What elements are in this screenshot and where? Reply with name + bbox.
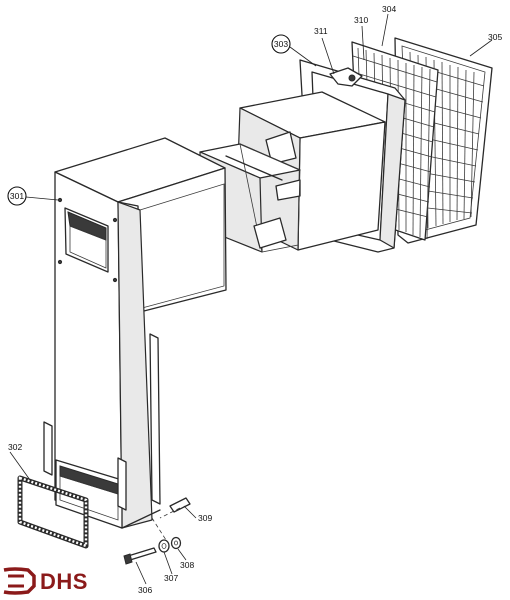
- callout-301-label: 301: [10, 191, 24, 201]
- logo-swoosh-icon: [3, 567, 36, 595]
- callout-301: 301: [7, 186, 27, 206]
- callout-308-label: 308: [180, 560, 194, 570]
- callout-311-label: 311: [314, 26, 328, 36]
- callout-303: 303: [271, 34, 291, 54]
- callout-304-label: 304: [382, 4, 396, 14]
- hardware: [123, 497, 191, 565]
- callout-305-label: 305: [488, 32, 502, 42]
- logo-text: DHS: [40, 569, 88, 594]
- gasket: [17, 475, 89, 549]
- clip-screw: [348, 74, 356, 82]
- callout-306-label: 306: [138, 585, 152, 595]
- leader-lines: [9, 13, 493, 585]
- dhs-logo: DHS: [3, 567, 88, 595]
- callout-310-label: 310: [354, 15, 368, 25]
- vertical-housing: [43, 137, 227, 529]
- callout-309-label: 309: [198, 513, 212, 523]
- callout-302-label: 302: [8, 442, 22, 452]
- callout-303-label: 303: [274, 39, 288, 49]
- callout-307-label: 307: [164, 573, 178, 583]
